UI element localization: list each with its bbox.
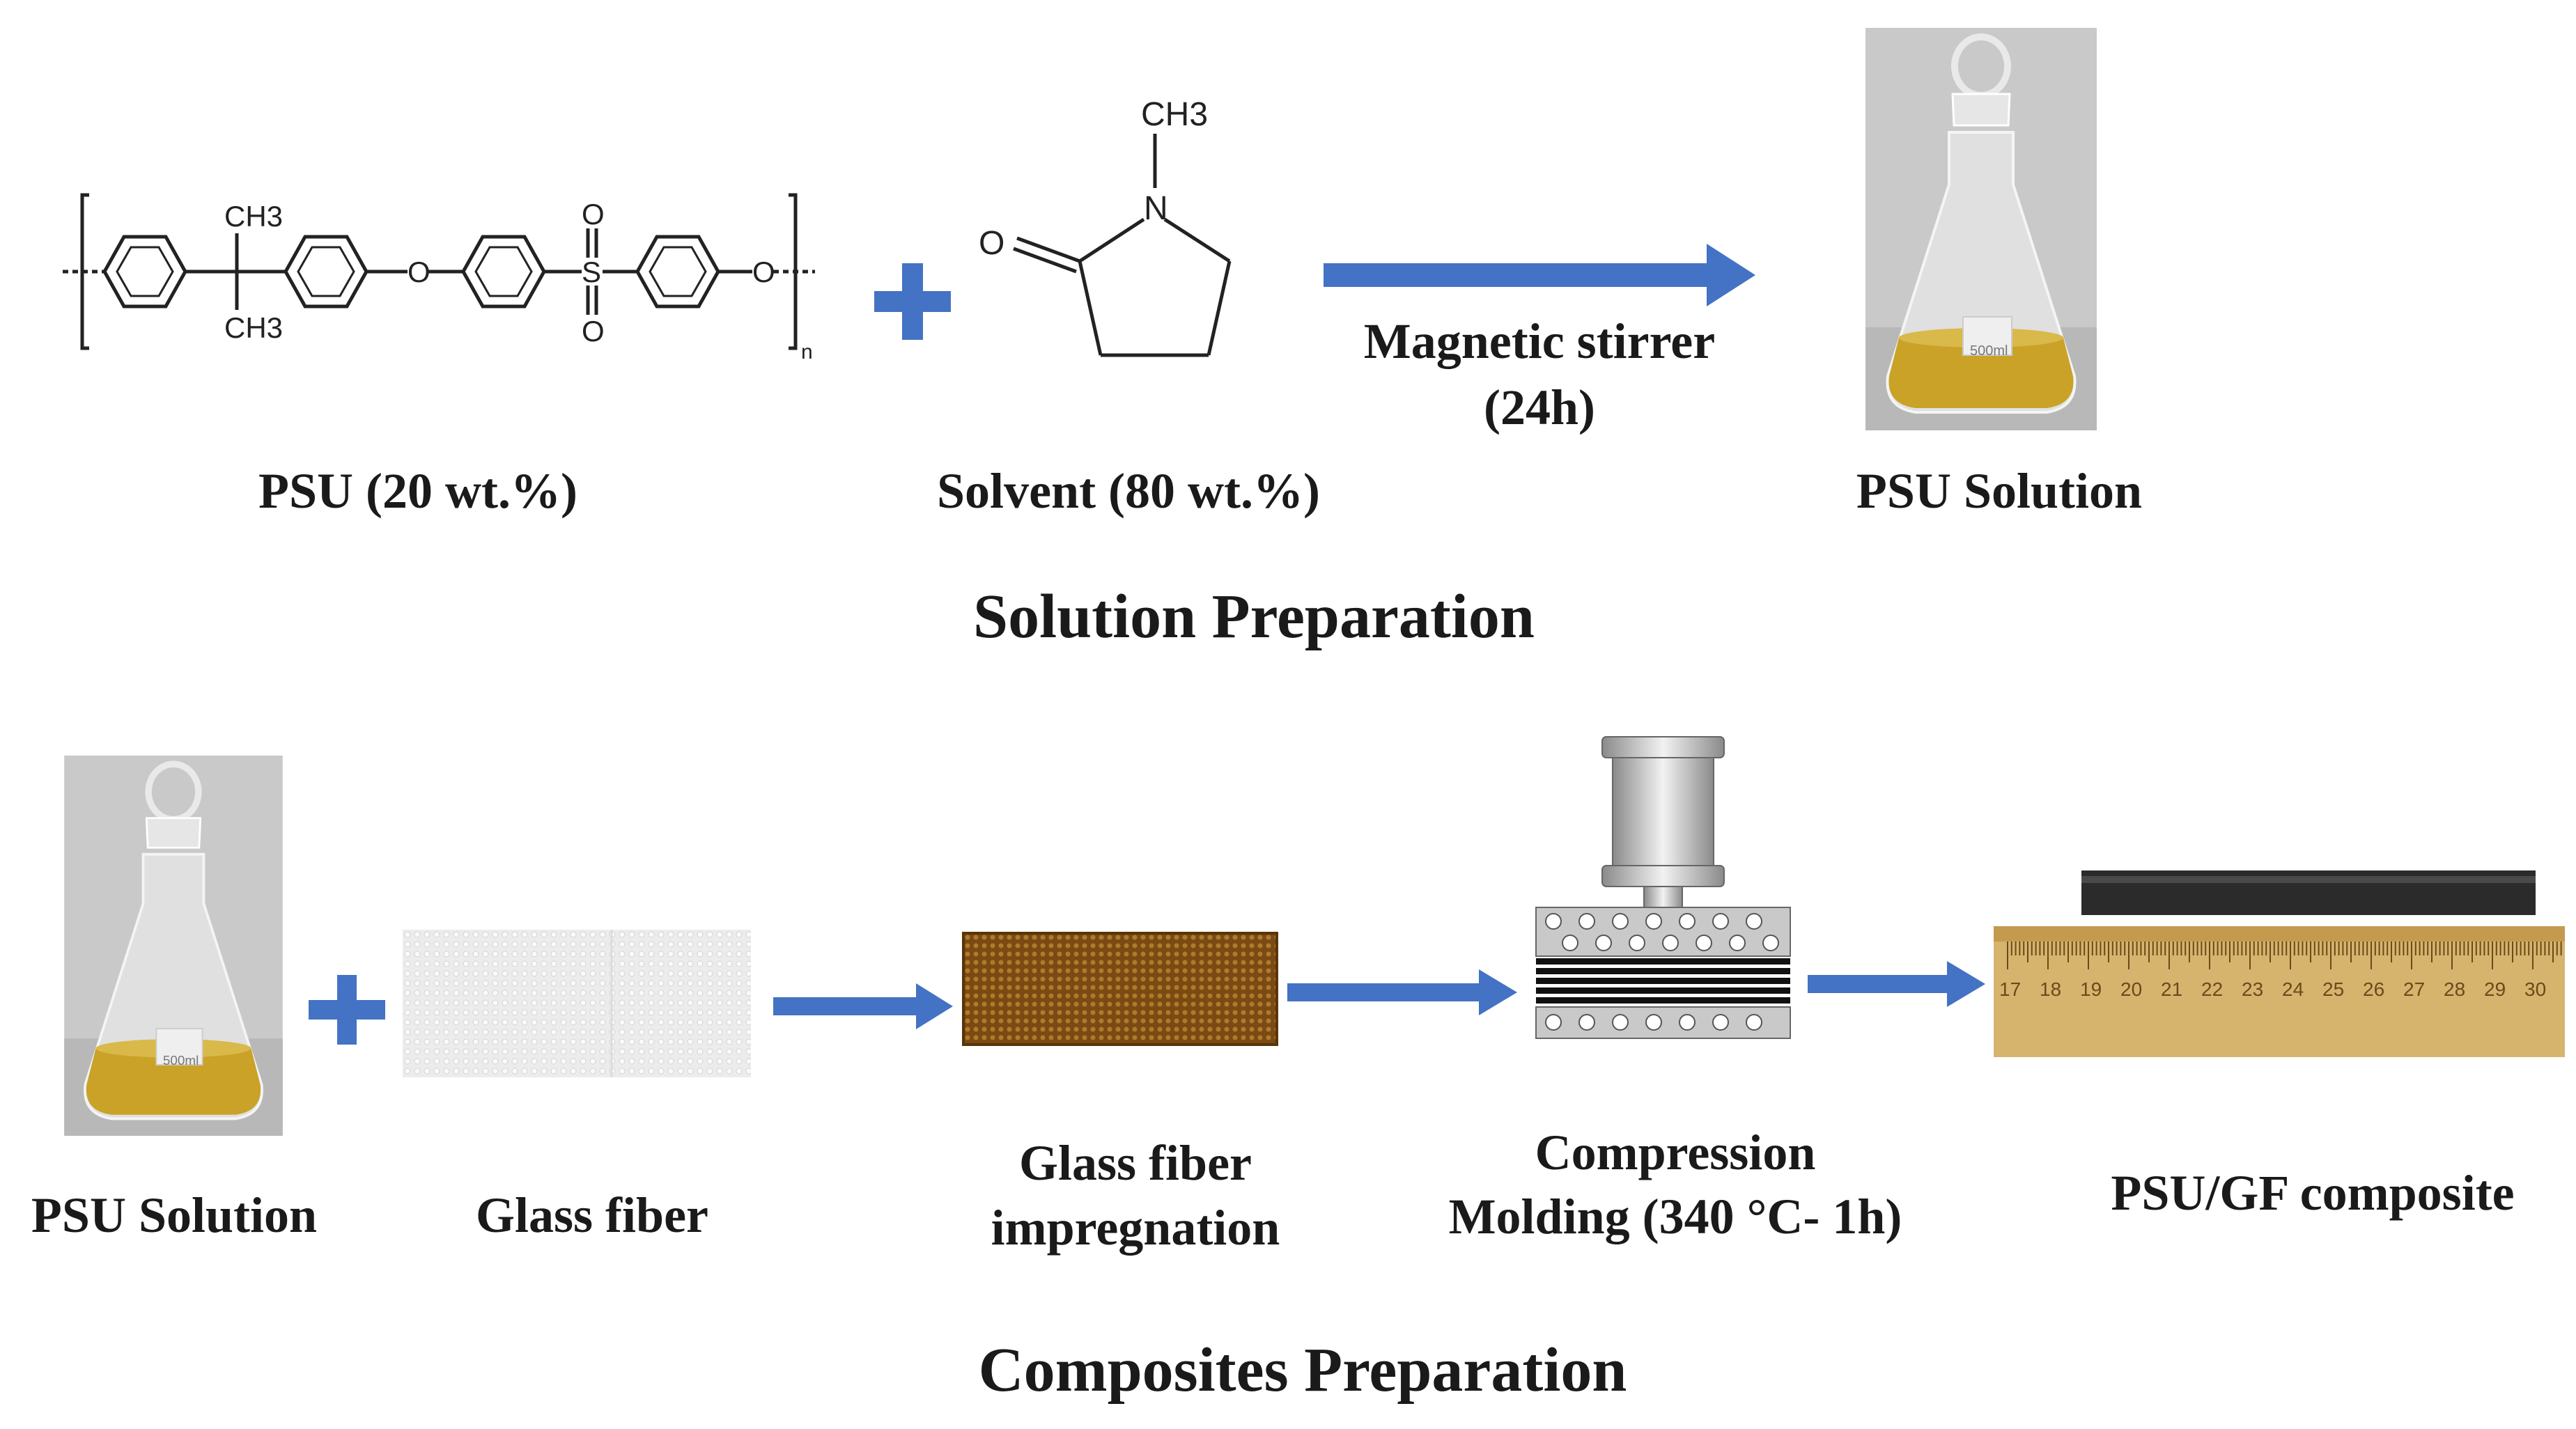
methyl-text: CH3 (1141, 96, 1208, 133)
ruler-tick-label: 18 (2040, 978, 2061, 1000)
sulfonyl-o-down-text: O (582, 315, 605, 348)
arrow-icon (1808, 961, 1985, 1007)
compression-label-line2: Molding (340 °C- 1h) (1448, 1189, 1902, 1244)
arrow-icon (1287, 969, 1517, 1015)
ruler-tick-label: 24 (2282, 978, 2304, 1000)
plus-icon (309, 975, 385, 1045)
flask-mark-text: 500ml (1970, 343, 2008, 359)
press-icon (1535, 736, 1791, 1039)
ruler-tick-label: 23 (2242, 978, 2263, 1000)
ruler-tick-label: 20 (2120, 978, 2142, 1000)
flask-photo: 500ml (1865, 28, 2097, 430)
nmp-structure: CH3 N O (979, 96, 1232, 357)
psu-structure: CH3 CH3 O S O O O n (63, 193, 815, 364)
repeat-n-text: n (801, 341, 813, 364)
stirrer-label-line2: (24h) (1484, 380, 1595, 435)
glass-fiber-photo (403, 930, 751, 1077)
glass-fiber-label: Glass fiber (476, 1187, 708, 1243)
ether-o2-text: O (752, 256, 775, 288)
ruler-tick-label: 19 (2080, 978, 2102, 1000)
solvent-label: Solvent (80 wt.%) (937, 463, 1320, 519)
composite-strip-photo (2081, 870, 2536, 915)
ch3-bottom-text: CH3 (224, 311, 283, 344)
ruler-photo: 17 18 19 20 21 22 23 24 25 26 27 28 29 30 (1994, 926, 2565, 1057)
plus-icon (874, 263, 951, 340)
impregnated-fiber-photo (962, 932, 1278, 1046)
nitrogen-text: N (1144, 190, 1168, 227)
carbonyl-o-text: O (979, 225, 1004, 262)
stirrer-label-line1: Magnetic stirrer (1363, 313, 1716, 369)
ruler-tick-label: 21 (2161, 978, 2182, 1000)
ruler-tick-label: 30 (2524, 978, 2546, 1000)
composites-preparation-title: Composites Preparation (978, 1336, 1627, 1405)
ruler-tick-label: 27 (2403, 978, 2425, 1000)
ch3-top-text: CH3 (224, 200, 283, 233)
compression-label-line1: Compression (1535, 1125, 1816, 1180)
ruler-tick-label: 25 (2322, 978, 2344, 1000)
ruler-tick-label: 26 (2363, 978, 2384, 1000)
impregnation-label-line2: impregnation (991, 1200, 1280, 1256)
ruler-tick-label: 22 (2201, 978, 2223, 1000)
ruler-tick-label: 17 (1999, 978, 2021, 1000)
composite-label: PSU/GF composite (2111, 1165, 2515, 1221)
solution-preparation-title: Solution Preparation (973, 582, 1535, 651)
flask-mark-text: 500ml (163, 1054, 199, 1068)
arrow-icon (1324, 244, 1755, 306)
psu-label: PSU (20 wt.%) (258, 463, 577, 519)
sulfur-text: S (582, 256, 601, 288)
psu-solution-label: PSU Solution (1856, 463, 2143, 519)
flask-photo: 500ml (64, 756, 283, 1136)
impregnation-label-line1: Glass fiber (1019, 1135, 1252, 1191)
ruler-tick-label: 29 (2484, 978, 2506, 1000)
psu-solution-label: PSU Solution (31, 1187, 318, 1243)
arrow-icon (773, 983, 953, 1029)
sulfonyl-o-up-text: O (582, 198, 605, 231)
ether-o1-text: O (408, 256, 430, 288)
ruler-tick-label: 28 (2444, 978, 2465, 1000)
